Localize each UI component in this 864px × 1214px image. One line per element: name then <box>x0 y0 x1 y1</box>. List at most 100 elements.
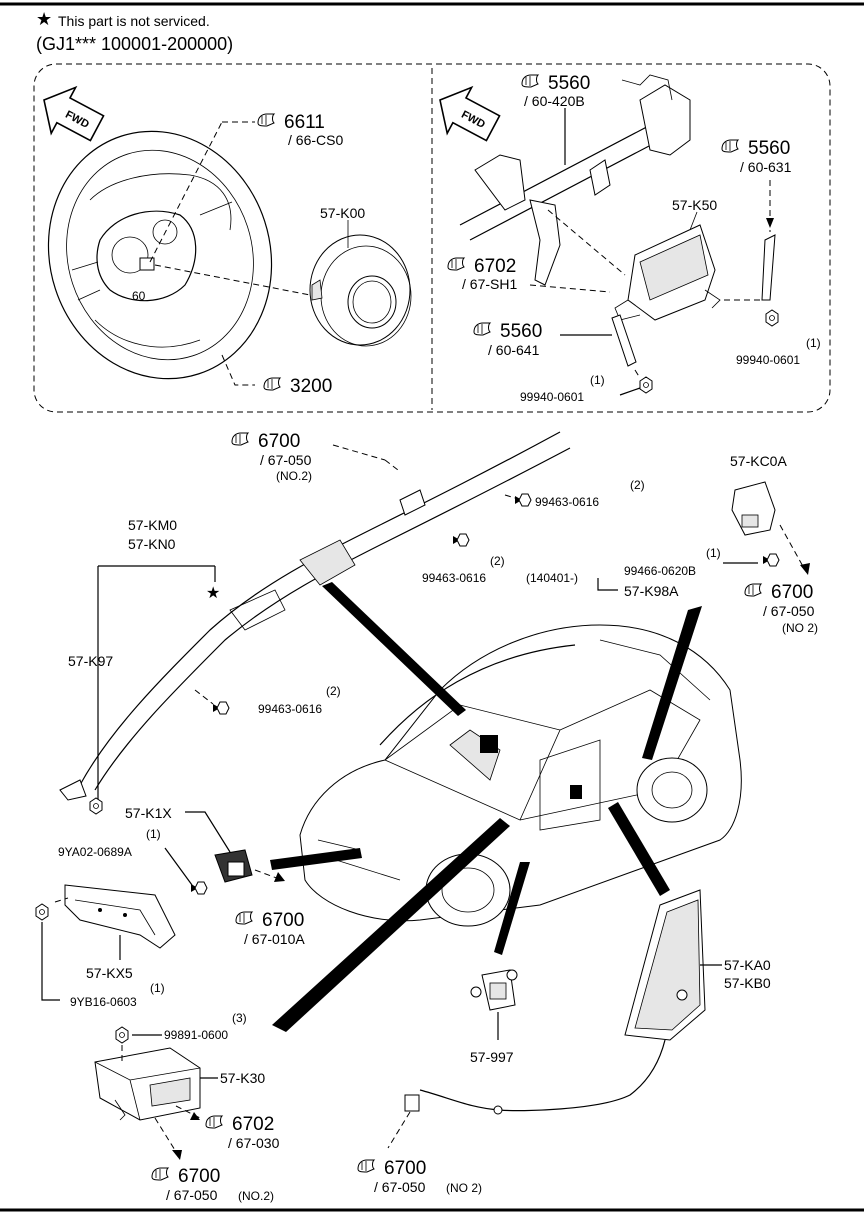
part-57-k00: 57-K00 <box>320 205 365 221</box>
band-seat <box>608 802 670 896</box>
svg-text:/ 67-SH1: / 67-SH1 <box>462 276 517 292</box>
fastener-99463-0616-c: (2) 99463-0616 <box>258 684 341 716</box>
star-icon: ★ <box>36 9 52 29</box>
part-57-997: 57-997 <box>470 1049 514 1065</box>
svg-text:(NO.2): (NO.2) <box>238 1189 274 1203</box>
side-sensor-kc0a <box>731 481 776 536</box>
svg-text:(NO 2): (NO 2) <box>446 1181 482 1195</box>
svg-text:/ 60-631: / 60-631 <box>740 159 792 175</box>
part-57-k50: 57-K50 <box>672 197 717 213</box>
bolt-icon <box>452 533 470 547</box>
svg-text:99463-0616: 99463-0616 <box>422 571 486 585</box>
bolt-icon <box>190 881 208 895</box>
callout-6700-sensor: 6700 / 67-050 (NO 2) <box>744 582 818 635</box>
airbag-control-module <box>94 1047 201 1121</box>
fastener-99466-0620b: (1) 99466-0620B <box>624 546 721 578</box>
svg-text:/ 60-420B: / 60-420B <box>524 93 585 109</box>
part-57-ka0: 57-KA0 <box>724 957 771 973</box>
svg-text:99940-0601: 99940-0601 <box>736 353 800 367</box>
band-curtain <box>322 582 466 716</box>
harness-wire <box>419 1039 666 1112</box>
callout-6700-module: 6700 / 67-050 (NO.2) <box>151 1166 274 1203</box>
fastener-99940-0601-left: (1) 99940-0601 <box>520 373 605 404</box>
bracket-60-641 <box>611 314 637 367</box>
svg-text:9YA02-0689A: 9YA02-0689A <box>58 845 132 859</box>
svg-text:/ 67-050: / 67-050 <box>260 452 312 468</box>
svg-text:6611: 6611 <box>284 112 325 133</box>
fastener-99463-0616-b: (2) 99463-0616 <box>422 554 505 585</box>
callout-5560-631: 5560 / 60-631 <box>721 138 792 175</box>
band-997 <box>494 862 530 955</box>
part-57-kx5: 57-KX5 <box>86 965 133 981</box>
svg-text:(1): (1) <box>590 373 605 387</box>
svg-text:99891-0600: 99891-0600 <box>164 1028 228 1042</box>
svg-text:3200: 3200 <box>290 376 332 397</box>
callout-5560-420b: 5560 / 60-420B <box>521 73 590 109</box>
svg-text:5560: 5560 <box>500 321 542 342</box>
leader-3200 <box>221 354 255 386</box>
leader-curtain-6700 <box>332 444 386 461</box>
leader-6611 <box>149 121 223 263</box>
part-57-kn0: 57-KN0 <box>128 536 176 552</box>
svg-text:(1): (1) <box>706 546 721 560</box>
svg-text:/ 67-050: / 67-050 <box>763 603 815 619</box>
svg-text:/ 67-010A: / 67-010A <box>244 931 305 947</box>
svg-text:(1): (1) <box>146 827 161 841</box>
bolt-icon <box>514 493 532 507</box>
nut-icon <box>115 1026 129 1044</box>
wheel-mark-label: 60 <box>132 289 146 303</box>
star-icon: ★ <box>206 585 220 602</box>
callout-6702-030: 6702 / 67-030 <box>205 1114 280 1151</box>
steering-support-drawing <box>459 74 691 286</box>
callout-6611: 6611 / 66-CS0 <box>257 112 343 148</box>
svg-text:99463-0616: 99463-0616 <box>535 495 599 509</box>
fastener-99891-0600: (3) 99891-0600 <box>164 1011 247 1042</box>
svg-text:/ 67-050: / 67-050 <box>374 1179 426 1195</box>
bolt-icon <box>212 701 230 715</box>
front-sensor-k1x <box>214 849 253 883</box>
svg-text:6700: 6700 <box>178 1166 220 1187</box>
callout-6702-sh1: 6702 / 67-SH1 <box>447 256 517 292</box>
callout-6700-curtain: 6700 / 67-050 (NO.2) <box>231 431 312 483</box>
steering-wheel-drawing: 60 <box>47 130 273 380</box>
seat-airbag-ka0 <box>624 889 706 1041</box>
callout-5560-641: 5560 / 60-641 <box>473 321 542 358</box>
part-57-k98a: 57-K98A <box>624 583 679 599</box>
part-57-k30: 57-K30 <box>220 1070 265 1086</box>
fwd-arrow-icon-right: FWD <box>426 76 506 152</box>
bolt-icon <box>762 553 780 567</box>
svg-text:6702: 6702 <box>474 256 516 277</box>
nut-icon <box>765 309 779 327</box>
svg-text:9YB16-0603: 9YB16-0603 <box>70 995 137 1009</box>
callout-3200: 3200 <box>263 376 332 397</box>
part-57-k1x: 57-K1X <box>125 805 172 821</box>
svg-text:6700: 6700 <box>771 582 813 603</box>
svg-text:(2): (2) <box>490 554 505 568</box>
part-57-k97: 57-K97 <box>68 653 113 669</box>
leader-6702 <box>529 284 611 293</box>
nut-icon <box>35 903 49 921</box>
date-code: (140401-) <box>526 571 578 585</box>
svg-text:99940-0601: 99940-0601 <box>520 390 584 404</box>
svg-text:/ 60-641: / 60-641 <box>488 342 540 358</box>
band-k1x <box>270 848 362 870</box>
svg-text:6702: 6702 <box>232 1114 274 1135</box>
passenger-airbag-module <box>614 224 721 321</box>
svg-text:/ 67-050: / 67-050 <box>166 1187 218 1203</box>
driver-airbag-module <box>309 234 412 347</box>
nut-icon <box>89 797 103 815</box>
svg-text:(1): (1) <box>150 981 165 995</box>
fastener-9yb16-0603: (1) 9YB16-0603 <box>70 981 165 1009</box>
svg-text:(3): (3) <box>232 1011 247 1025</box>
svg-text:(NO 2): (NO 2) <box>782 621 818 635</box>
fastener-99463-0616-a: (2) 99463-0616 <box>535 478 645 509</box>
callout-6700-010a: 6700 / 67-010A <box>235 910 305 947</box>
serial-range: (GJ1*** 100001-200000) <box>36 34 233 54</box>
fastener-99940-0601-right: (1) 99940-0601 <box>736 336 821 367</box>
part-57-km0: 57-KM0 <box>128 517 177 533</box>
svg-text:(NO.2): (NO.2) <box>276 469 312 483</box>
band-module <box>272 818 510 1032</box>
bracket-60-631 <box>761 234 776 301</box>
band-sensor <box>642 606 702 760</box>
part-57-kb0: 57-KB0 <box>724 975 771 991</box>
